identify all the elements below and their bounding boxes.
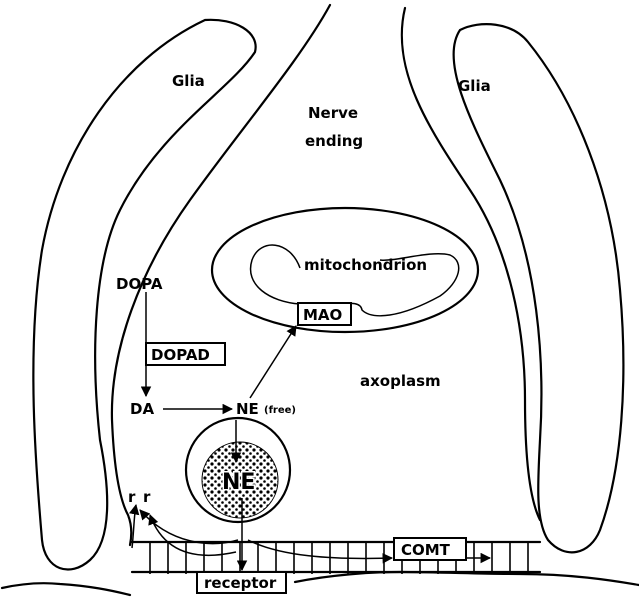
vesicle-ne-label: NE [222,470,255,495]
mitochondrion-label: mitochondrion [304,256,427,274]
arrow-ne-to-mao [250,326,296,398]
glia-right-outline [454,24,624,552]
postsynaptic-membrane-outline [2,572,639,595]
mao-label: MAO [303,306,342,324]
r-right-label: r [143,488,151,506]
r-left-label: r [128,488,136,506]
nerve-ending-label-line2: ending [305,132,363,150]
nerve-ending-label-line1: Nerve [308,104,358,122]
ne-free-suffix-label: (free) [264,405,296,416]
receptor-label: receptor [204,574,277,592]
glia-left-label: Glia [172,72,205,90]
arrow-release-left-2 [150,515,236,555]
dopa-label: DOPA [116,275,163,293]
dopad-label: DOPAD [151,346,210,364]
comt-label: COMT [401,541,451,559]
ne-free-label: NE [236,400,259,418]
da-label: DA [130,400,154,418]
axoplasm-label: axoplasm [360,372,441,390]
glia-right-label: Glia [458,77,491,95]
